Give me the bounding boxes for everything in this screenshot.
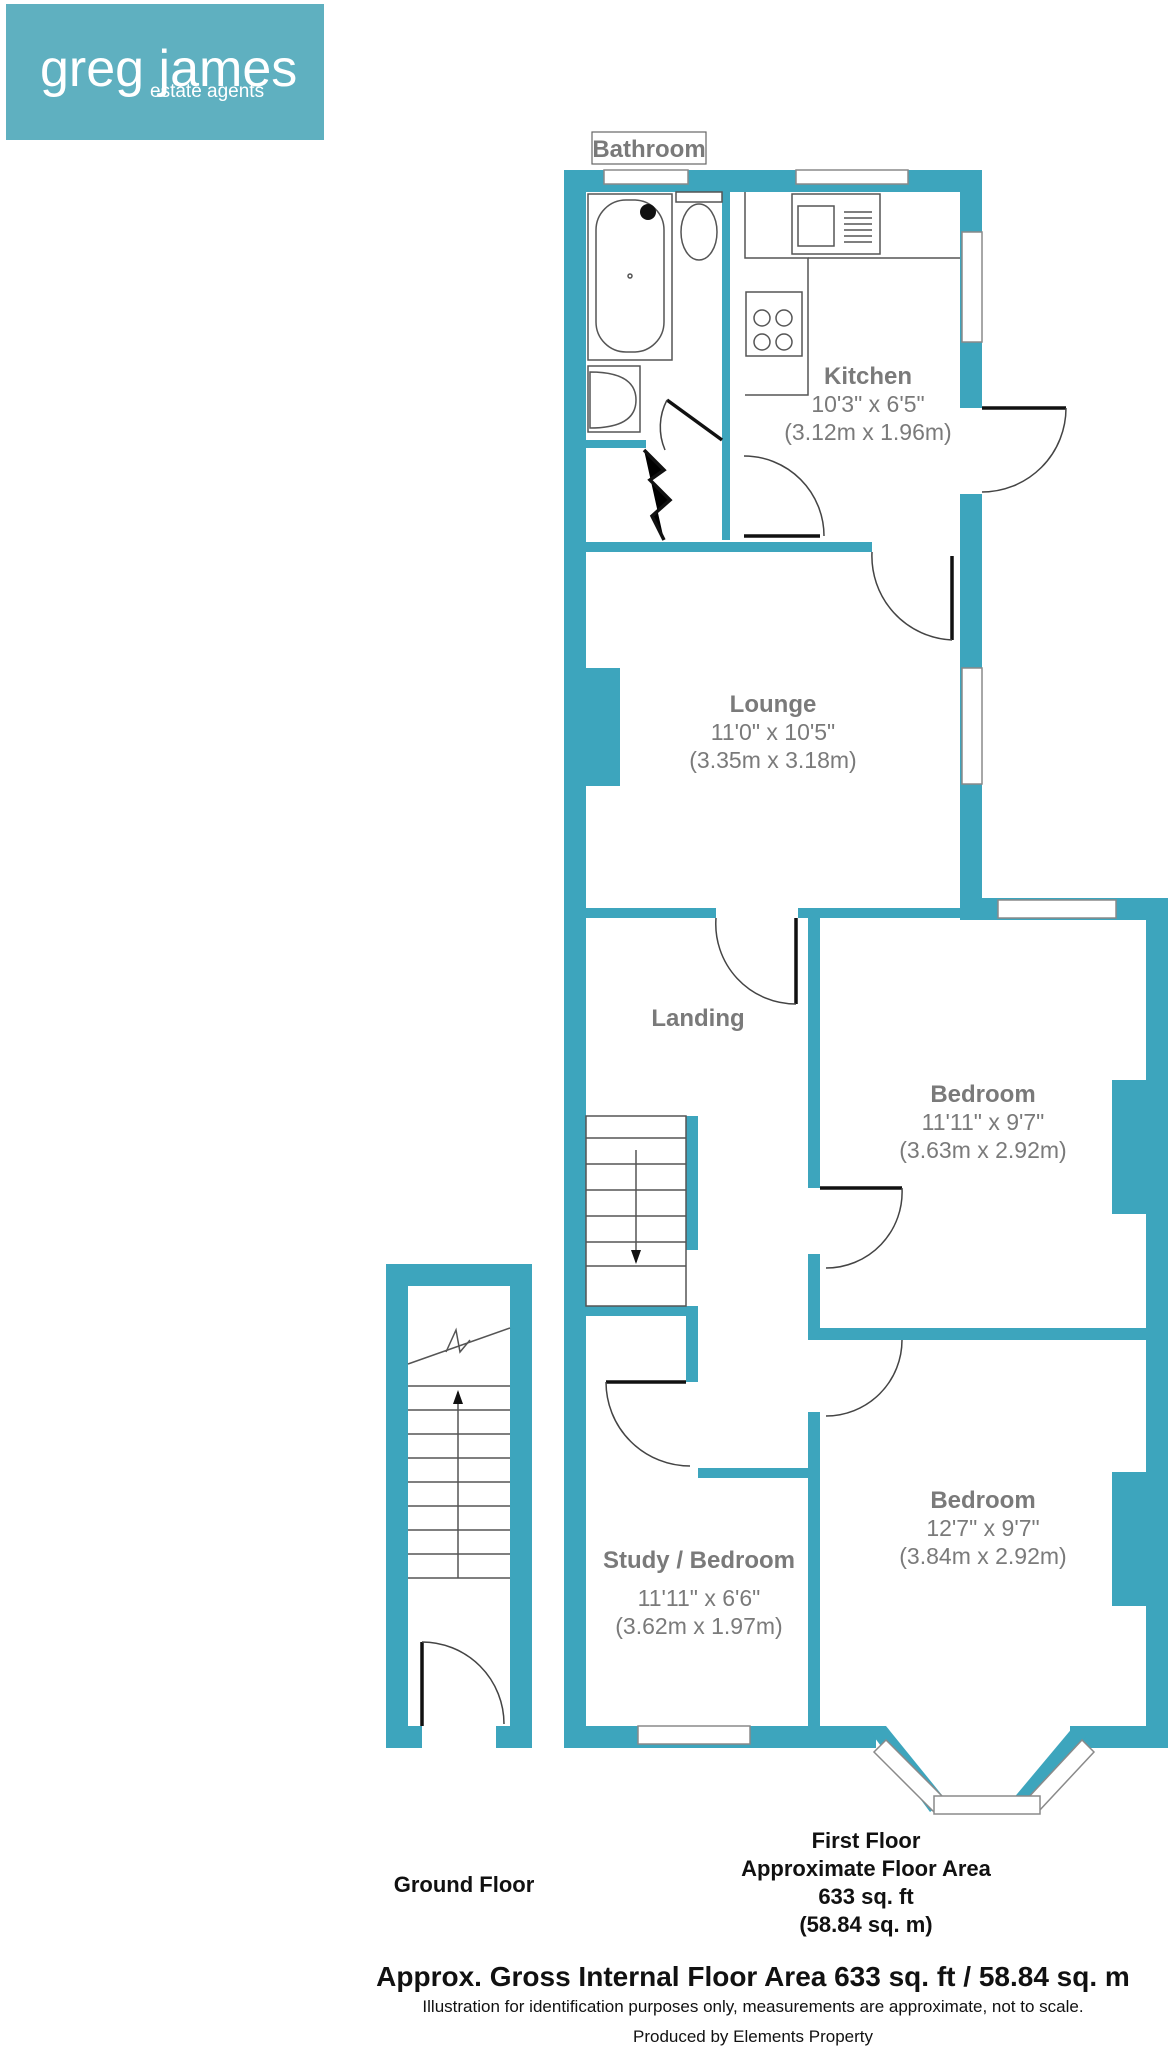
cupboard bbox=[642, 448, 673, 541]
kitchen-name: Kitchen bbox=[824, 363, 912, 390]
room-label-bedroom-2: Bedroom 12'7" x 9'7" (3.84m x 2.92m) bbox=[899, 1487, 1066, 1569]
lounge-name: Lounge bbox=[730, 691, 817, 718]
room-label-kitchen: Kitchen 10'3" x 6'5" (3.12m x 1.96m) bbox=[784, 363, 951, 445]
shower-head-icon bbox=[640, 204, 656, 220]
kitchen-window bbox=[795, 169, 909, 185]
bedroom2-size-imperial: 12'7" x 9'7" bbox=[926, 1515, 1039, 1541]
disclaimer: Illustration for identification purposes… bbox=[422, 1997, 1083, 2016]
room-label-bathroom: Bathroom bbox=[591, 131, 707, 165]
first-floor-area-block: First Floor Approximate Floor Area 633 s… bbox=[741, 1828, 992, 1937]
kitchen-side-window bbox=[961, 231, 983, 343]
study-size-metric: (3.62m x 1.97m) bbox=[615, 1613, 782, 1639]
bathroom-label-box bbox=[591, 131, 707, 165]
ground-floor bbox=[386, 1264, 532, 1748]
stairs-down-arrow-icon bbox=[631, 1250, 641, 1264]
gross-area: Approx. Gross Internal Floor Area 633 sq… bbox=[376, 1961, 1130, 1992]
agency-logo: greg james estate agents bbox=[6, 4, 324, 140]
study-name: Study / Bedroom bbox=[603, 1547, 795, 1574]
first-floor-area-label: Approximate Floor Area bbox=[741, 1856, 992, 1881]
lounge-size-metric: (3.35m x 3.18m) bbox=[689, 747, 856, 773]
room-label-bedroom-1: Bedroom 11'11" x 9'7" (3.63m x 2.92m) bbox=[899, 1081, 1066, 1163]
first-floor-doors bbox=[605, 398, 1067, 1467]
toilet bbox=[680, 203, 718, 261]
first-floor-area-sqm: (58.84 sq. m) bbox=[799, 1912, 932, 1937]
bedroom1-size-metric: (3.63m x 2.92m) bbox=[899, 1137, 1066, 1163]
logo-background bbox=[6, 4, 324, 140]
room-label-study: Study / Bedroom 11'11" x 6'6" (3.62m x 1… bbox=[603, 1547, 795, 1639]
room-label-lounge: Lounge 11'0" x 10'5" (3.35m x 3.18m) bbox=[689, 691, 856, 773]
bathroom-name: Bathroom bbox=[592, 136, 705, 163]
bedroom1-name: Bedroom bbox=[930, 1081, 1035, 1108]
logo-name: greg james bbox=[40, 40, 297, 98]
kitchen-hob bbox=[745, 291, 803, 357]
kitchen-size-metric: (3.12m x 1.96m) bbox=[784, 419, 951, 445]
producer-credit: Produced by Elements Property bbox=[633, 2027, 874, 2046]
bedroom2-size-metric: (3.84m x 2.92m) bbox=[899, 1543, 1066, 1569]
study-window bbox=[637, 1725, 751, 1745]
lounge-size-imperial: 11'0" x 10'5" bbox=[711, 719, 835, 745]
bay-window-front bbox=[933, 1795, 1041, 1815]
bathroom-window bbox=[603, 169, 689, 185]
kitchen-size-imperial: 10'3" x 6'5" bbox=[811, 391, 924, 417]
room-label-landing: Landing bbox=[651, 1005, 744, 1032]
bathroom-fixtures bbox=[587, 191, 723, 433]
ground-floor-label: Ground Floor bbox=[394, 1872, 535, 1897]
first-floor-windows bbox=[603, 169, 1117, 1815]
landing-name: Landing bbox=[651, 1005, 744, 1032]
lounge-window bbox=[961, 667, 983, 785]
bedroom1-size-imperial: 11'11" x 9'7" bbox=[922, 1109, 1045, 1135]
first-floor-area-sqft: 633 sq. ft bbox=[818, 1884, 914, 1909]
bedroom2-name: Bedroom bbox=[930, 1487, 1035, 1514]
stairs-up-arrow-icon bbox=[453, 1390, 463, 1404]
toilet-cistern bbox=[675, 191, 723, 203]
first-floor-stairs bbox=[585, 1115, 687, 1307]
first-floor-label: First Floor bbox=[812, 1828, 921, 1853]
study-size-imperial: 11'11" x 6'6" bbox=[638, 1585, 761, 1611]
bedroom-window bbox=[997, 899, 1117, 919]
kitchen-fixtures bbox=[744, 192, 982, 494]
logo-tagline: estate agents bbox=[150, 81, 264, 102]
